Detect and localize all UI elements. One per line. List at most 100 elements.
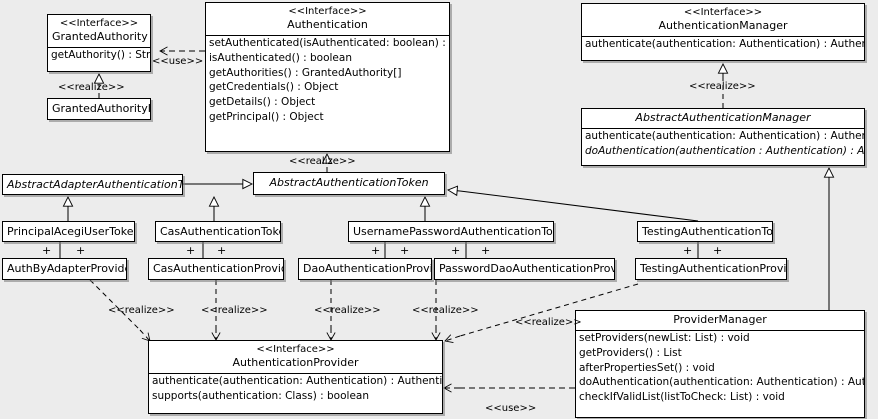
uml-class-PasswordDaoAuthenticationProvider[interactable]: PasswordDaoAuthenticationProvider <box>434 258 615 280</box>
class-operation: getAuthority() : String <box>51 49 151 62</box>
class-header: ProviderManager <box>576 311 864 330</box>
class-name: GrantedAuthority <box>52 30 148 43</box>
class-name: AuthByAdapterProvider <box>7 262 127 275</box>
association-end-plus-cas-2: + <box>217 244 227 257</box>
edge-label-realize-password-dao-provider: <<realize>> <box>412 305 479 316</box>
class-header: <<Interface>>Authentication <box>206 3 449 35</box>
association-end-plus-userpass-3: + <box>451 244 461 257</box>
class-header: DaoAuthenticationProvider <box>299 259 431 279</box>
class-header: AbstractAdapterAuthenticationToken <box>3 175 183 194</box>
class-header: AuthByAdapterProvider <box>3 259 127 279</box>
class-operation: authenticate(authentication: Authenticat… <box>152 375 443 388</box>
class-operation: getAuthorities() : GrantedAuthority[] <box>209 66 402 79</box>
class-operation: getProviders() : List <box>579 346 682 359</box>
class-name: AuthenticationProvider <box>232 356 359 369</box>
uml-class-AbstractAuthenticationManager[interactable]: AbstractAuthenticationManager authenticat… <box>581 108 865 166</box>
class-operation: afterPropertiesSet() : void <box>579 361 715 374</box>
class-operation: authenticate(authentication: Authenticat… <box>585 38 864 51</box>
association-end-plus-userpass-2: + <box>400 244 410 257</box>
uml-class-CasAuthenticationToken[interactable]: CasAuthenticationToken <box>155 221 281 242</box>
class-name: Authentication <box>287 18 368 31</box>
class-operation: isAuthenticated() : boolean <box>209 51 352 64</box>
uml-class-TestingAuthenticationToken[interactable]: TestingAuthenticationToken <box>637 221 773 242</box>
class-operations: getAuthority() : String <box>48 47 150 63</box>
class-operation: getCredentials() : Object <box>209 81 339 94</box>
uml-class-AbstractAdapterAuthenticationToken[interactable]: AbstractAdapterAuthenticationToken <box>2 174 183 195</box>
class-name: ProviderManager <box>673 313 767 326</box>
uml-class-ProviderManager[interactable]: ProviderManager setProviders(newList: Lis… <box>575 310 865 418</box>
uml-class-PrincipalAcegiUserToken[interactable]: PrincipalAcegiUserToken <box>2 221 135 242</box>
uml-class-GrantedAuthority[interactable]: <<Interface>>GrantedAuthority getAuthorit… <box>47 14 151 72</box>
class-header: PrincipalAcegiUserToken <box>3 222 135 241</box>
uml-class-UsernamePasswordAuthenticationToken[interactable]: UsernamePasswordAuthenticationToken <box>348 221 554 242</box>
class-stereotype: <<Interface>> <box>59 18 139 29</box>
edge-label-realize-abstract-auth-manager: <<realize>> <box>689 81 756 92</box>
uml-class-AuthenticationProvider[interactable]: <<Interface>>AuthenticationProvider authe… <box>148 340 443 414</box>
class-name: TestingAuthenticationToken <box>642 225 773 238</box>
class-stereotype: <<Interface>> <box>683 7 763 18</box>
edge-label-realize-testing-provider: <<realize>> <box>515 317 582 328</box>
association-end-plus-principal-1: + <box>42 244 52 257</box>
class-name: AbstractAuthenticationManager <box>635 111 811 124</box>
class-name: AbstractAuthenticationToken <box>269 176 429 189</box>
association-end-plus-userpass-4: + <box>481 244 491 257</box>
class-operation: getDetails() : Object <box>209 96 316 109</box>
uml-class-Authentication[interactable]: <<Interface>>Authentication setAuthentica… <box>205 2 450 152</box>
class-header: AbstractAuthenticationToken <box>254 173 444 194</box>
class-header: CasAuthenticationProvider <box>149 259 283 279</box>
class-header: <<Interface>>GrantedAuthority <box>48 15 150 47</box>
edge-label-realize-auth-by-adapter: <<realize>> <box>108 305 175 316</box>
class-operation: checkIfValidList(listToCheck: List) : vo… <box>579 391 785 404</box>
edge-label-use-provider-manager: <<use>> <box>485 403 537 414</box>
association-end-plus-cas-1: + <box>186 244 196 257</box>
association-end-plus-principal-2: + <box>76 244 86 257</box>
class-name: TestingAuthenticationProvider <box>640 262 787 275</box>
uml-class-CasAuthenticationProvider[interactable]: CasAuthenticationProvider <box>148 258 284 280</box>
class-operation: setProviders(newList: List) : void <box>579 332 750 345</box>
edge-label-realize-cas-provider: <<realize>> <box>201 305 268 316</box>
edge-label-realize-granted-authority-impl: <<realize>> <box>58 82 125 93</box>
class-operations: authenticate(authentication: Authenticat… <box>149 373 442 403</box>
class-operations: authenticate(authentication: Authenticat… <box>582 36 864 52</box>
association-end-plus-testing-1: + <box>683 244 693 257</box>
class-header: UsernamePasswordAuthenticationToken <box>349 222 554 241</box>
class-operation: supports(authentication: Class) : boolea… <box>152 389 369 402</box>
class-header: <<Interface>>AuthenticationProvider <box>149 341 442 373</box>
class-header: <<Interface>>AuthenticationManager <box>582 4 864 36</box>
class-operations: authenticate(authentication: Authenticat… <box>582 128 864 158</box>
uml-class-AuthenticationManager[interactable]: <<Interface>>AuthenticationManager authen… <box>581 3 865 61</box>
class-name: CasAuthenticationProvider <box>153 262 283 275</box>
class-operation: getPrincipal() : Object <box>209 110 324 123</box>
uml-class-TestingAuthenticationProvider[interactable]: TestingAuthenticationProvider <box>635 258 787 280</box>
class-name: PrincipalAcegiUserToken <box>7 225 135 238</box>
class-header: TestingAuthenticationToken <box>638 222 773 241</box>
class-operations: setAuthenticated(isAuthenticated: boolea… <box>206 35 449 124</box>
class-operation: doAuthentication(authentication : Authen… <box>585 144 865 157</box>
class-name: UsernamePasswordAuthenticationToken <box>353 225 554 238</box>
association-end-plus-userpass-1: + <box>371 244 381 257</box>
class-header: AbstractAuthenticationManager <box>582 109 864 128</box>
class-header: PasswordDaoAuthenticationProvider <box>435 259 614 279</box>
class-stereotype: <<Interface>> <box>256 344 335 355</box>
edge-label-realize-dao-provider: <<realize>> <box>314 305 381 316</box>
class-header: GrantedAuthorityImpl <box>48 99 151 119</box>
class-name: PasswordDaoAuthenticationProvider <box>439 262 614 275</box>
uml-class-AbstractAuthenticationToken[interactable]: AbstractAuthenticationToken <box>253 172 445 195</box>
uml-class-AuthByAdapterProvider[interactable]: AuthByAdapterProvider <box>2 258 127 280</box>
class-name: GrantedAuthorityImpl <box>52 102 151 115</box>
class-name: DaoAuthenticationProvider <box>303 262 431 275</box>
class-header: CasAuthenticationToken <box>156 222 281 241</box>
uml-class-GrantedAuthorityImpl[interactable]: GrantedAuthorityImpl <box>47 98 151 120</box>
class-name: CasAuthenticationToken <box>160 225 281 238</box>
edge-label-use-granted-authority: <<use>> <box>152 56 204 67</box>
class-name: AbstractAdapterAuthenticationToken <box>7 178 183 191</box>
class-name: AuthenticationManager <box>658 19 788 32</box>
class-operation: setAuthenticated(isAuthenticated: boolea… <box>209 37 450 50</box>
association-end-plus-testing-2: + <box>713 244 723 257</box>
class-header: TestingAuthenticationProvider <box>636 259 787 279</box>
class-operation: authenticate(authentication: Authenticat… <box>585 130 864 143</box>
uml-class-DaoAuthenticationProvider[interactable]: DaoAuthenticationProvider <box>298 258 432 280</box>
class-stereotype: <<Interface>> <box>288 6 367 17</box>
